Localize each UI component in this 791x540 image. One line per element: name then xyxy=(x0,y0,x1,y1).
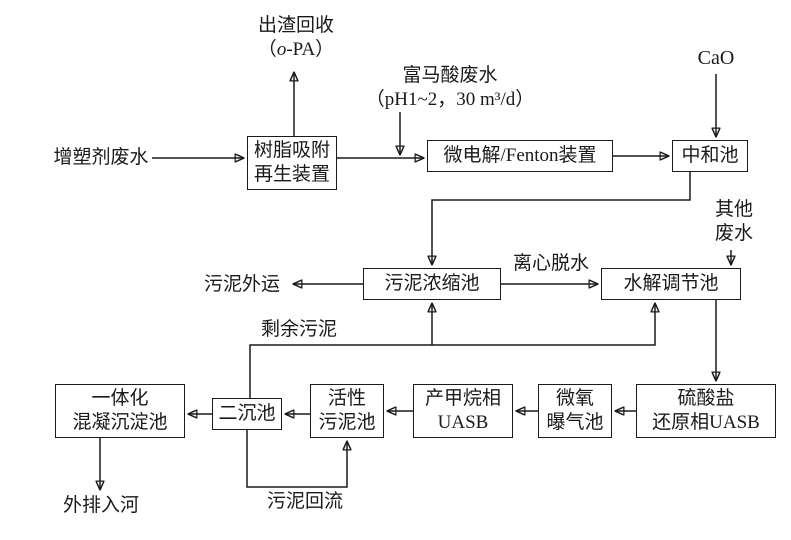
label-text: （ xyxy=(257,39,277,60)
label-text: 富马酸废水 xyxy=(402,65,498,86)
node-label: 产甲烷相 xyxy=(424,388,501,409)
node-neutralization-tank: 中和池 xyxy=(672,140,748,172)
label-fumaric-acid-wastewater: 富马酸废水 （pH1~2，30 m³/d） xyxy=(338,64,562,112)
node-integrated-coagulation-tank: 一体化 混凝沉淀池 xyxy=(55,384,185,438)
node-label: 混凝沉淀池 xyxy=(72,412,168,433)
label-other-wastewater: 其他 废水 xyxy=(712,198,756,246)
label-text: o xyxy=(276,39,287,60)
label-text: 废水 xyxy=(714,223,753,244)
node-label: 中和池 xyxy=(681,145,739,166)
node-label: 曝气池 xyxy=(546,412,604,433)
node-fenton-unit: 微电解/Fenton装置 xyxy=(427,140,613,172)
node-label: 还原相UASB xyxy=(652,412,760,433)
node-label: 活性 xyxy=(327,388,366,409)
node-hydrolysis-regulating-tank: 水解调节池 xyxy=(601,268,741,300)
label-slag-recovery: 出渣回收 （o-PA） xyxy=(236,14,356,62)
node-label: 水解调节池 xyxy=(623,273,719,294)
label-plasticizer-wastewater: 增塑剂废水 xyxy=(53,147,149,168)
label-sludge-transport-out: 污泥外运 xyxy=(203,274,280,295)
node-label: 微电解/Fenton装置 xyxy=(443,145,597,166)
label-text: （o-PA） xyxy=(236,38,356,62)
node-label: 树脂吸附 xyxy=(253,140,330,161)
node-label: 污泥池 xyxy=(318,412,376,433)
label-centrifugal-dewatering: 离心脱水 xyxy=(512,253,589,274)
node-sludge-thickener: 污泥浓缩池 xyxy=(363,268,501,300)
label-text: （pH1~2，30 m³/d） xyxy=(365,89,535,110)
node-secondary-clarifier: 二沉池 xyxy=(212,398,282,430)
node-label: 污泥浓缩池 xyxy=(384,273,480,294)
node-resin-adsorption: 树脂吸附 再生装置 xyxy=(247,136,337,190)
label-text: 出渣回收 xyxy=(257,15,334,36)
label-sludge-return: 污泥回流 xyxy=(266,491,343,512)
node-label: UASB xyxy=(437,412,489,433)
label-text: -PA） xyxy=(286,39,335,60)
node-label: 二沉池 xyxy=(218,403,276,424)
label-discharge-to-river: 外排入河 xyxy=(62,495,139,516)
node-activated-sludge-tank: 活性 污泥池 xyxy=(310,384,384,438)
node-sulfate-reduction-uasb: 硫酸盐 还原相UASB xyxy=(636,384,776,438)
line-sludge-return-to-activated xyxy=(246,430,347,488)
line-surplus-sludge-to-hydrolysis xyxy=(249,303,655,398)
node-methanogenic-uasb: 产甲烷相 UASB xyxy=(413,384,513,438)
node-micro-aeration-tank: 微氧 曝气池 xyxy=(538,384,612,438)
arrow-neutral-to-thickener xyxy=(432,172,691,265)
label-surplus-sludge: 剩余污泥 xyxy=(260,319,337,340)
label-cao: CaO xyxy=(697,47,735,69)
node-label: 微氧 xyxy=(555,388,594,409)
node-label: 再生装置 xyxy=(253,164,330,185)
label-text: 其他 xyxy=(714,199,753,220)
node-label: 一体化 xyxy=(91,388,149,409)
node-label: 硫酸盐 xyxy=(677,388,735,409)
